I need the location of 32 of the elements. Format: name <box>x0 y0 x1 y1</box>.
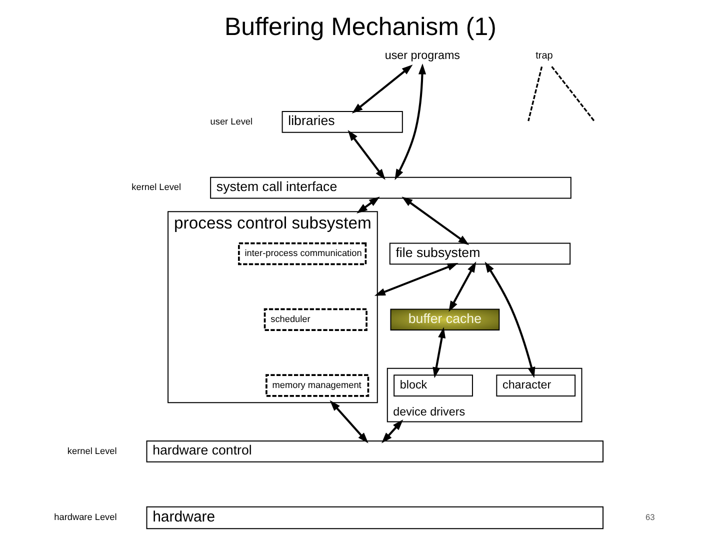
node-box: system call interface <box>210 176 571 199</box>
diagram-title: Buffering Mechanism (1) <box>224 12 496 41</box>
node-box: hardware <box>146 506 604 530</box>
connector <box>527 66 542 122</box>
node-box: libraries <box>281 111 402 133</box>
arrow <box>351 64 412 114</box>
arrow <box>401 196 469 246</box>
node-box: scheduler <box>263 308 367 331</box>
arrow <box>448 262 476 312</box>
arrow <box>374 263 458 296</box>
label: 63 <box>645 512 654 522</box>
arrow <box>484 262 535 378</box>
label: kernel Level <box>66 446 116 456</box>
arrow <box>432 327 446 378</box>
node-box: buffer cache <box>390 308 500 331</box>
label: user Level <box>210 116 252 126</box>
label: kernel Level <box>131 182 181 192</box>
arrow <box>347 130 385 180</box>
node-box: block <box>393 374 472 396</box>
node-text: trap <box>535 50 552 62</box>
connector <box>550 66 594 122</box>
node-box: memory management <box>265 374 369 397</box>
arrow <box>356 196 380 214</box>
arrow <box>394 63 426 180</box>
label: hardware Level <box>54 512 116 522</box>
arrow <box>329 400 368 444</box>
node-box: character <box>496 374 576 396</box>
node-box: inter-process communication <box>238 242 366 266</box>
node-box: file subsystem <box>388 242 570 265</box>
arrow <box>381 419 403 444</box>
node-text: user programs <box>384 49 460 62</box>
node-box: hardware control <box>146 440 604 462</box>
